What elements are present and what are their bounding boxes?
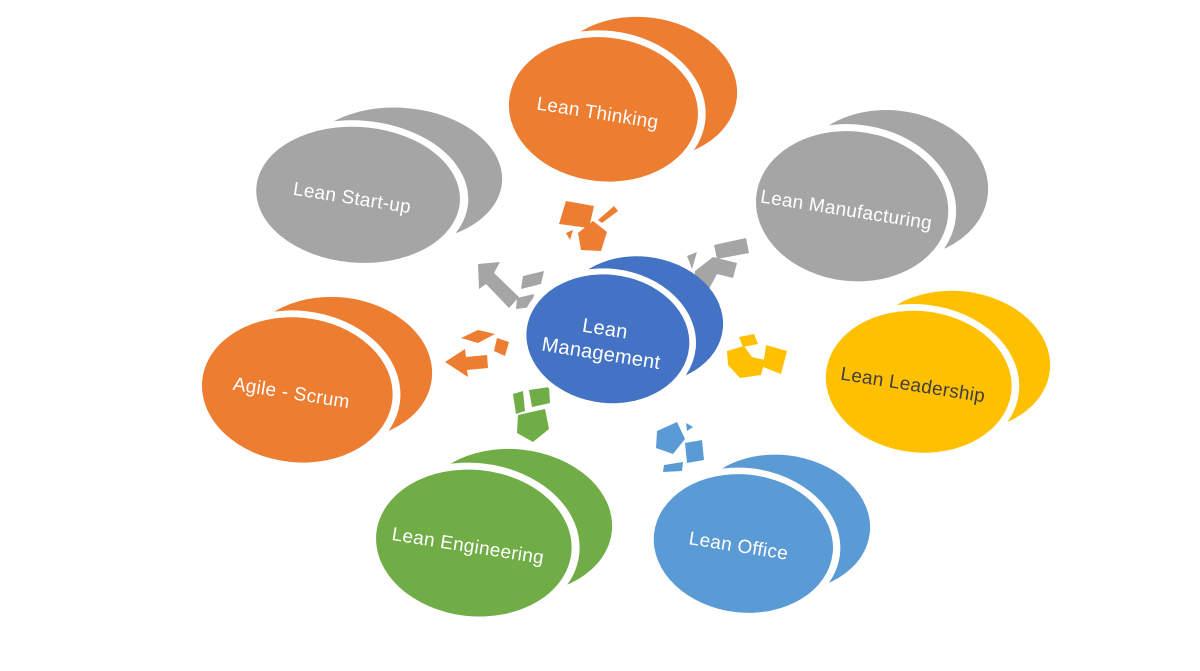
node-lean-manufacturing: Lean Manufacturing [748, 105, 989, 289]
node-agile-scrum: Agile - Scrum [194, 292, 433, 470]
arrow-to-lean-leadership-icon [727, 334, 787, 378]
bubble-shape [501, 16, 738, 189]
node-lean-leadership: Lean Leadership [818, 286, 1051, 460]
node-lean-engineering: Lean Engineering [368, 444, 613, 624]
arrow-to-lean-thinking-icon [559, 201, 618, 251]
bubble-shape [194, 296, 433, 470]
arrow-to-agile-scrum-icon [445, 330, 509, 377]
node-lean-office: Lean Office [646, 450, 871, 620]
node-lean-thinking: Lean Thinking [501, 12, 738, 189]
bubble-shape [368, 448, 613, 624]
arrow-to-lean-manufacturing-icon [687, 238, 749, 289]
arrow-to-lean-office-icon [656, 422, 704, 472]
bubble-shape [818, 290, 1051, 460]
arrow-to-lean-engineering-icon [513, 387, 550, 442]
bubble-shape [748, 110, 989, 289]
bubble-shape [646, 454, 871, 620]
node-lean-startup: Lean Start-up [247, 103, 503, 270]
bubble-shape [519, 256, 724, 410]
node-lean-management-center: Lean Management [519, 252, 724, 410]
bubble-shape [247, 107, 503, 270]
